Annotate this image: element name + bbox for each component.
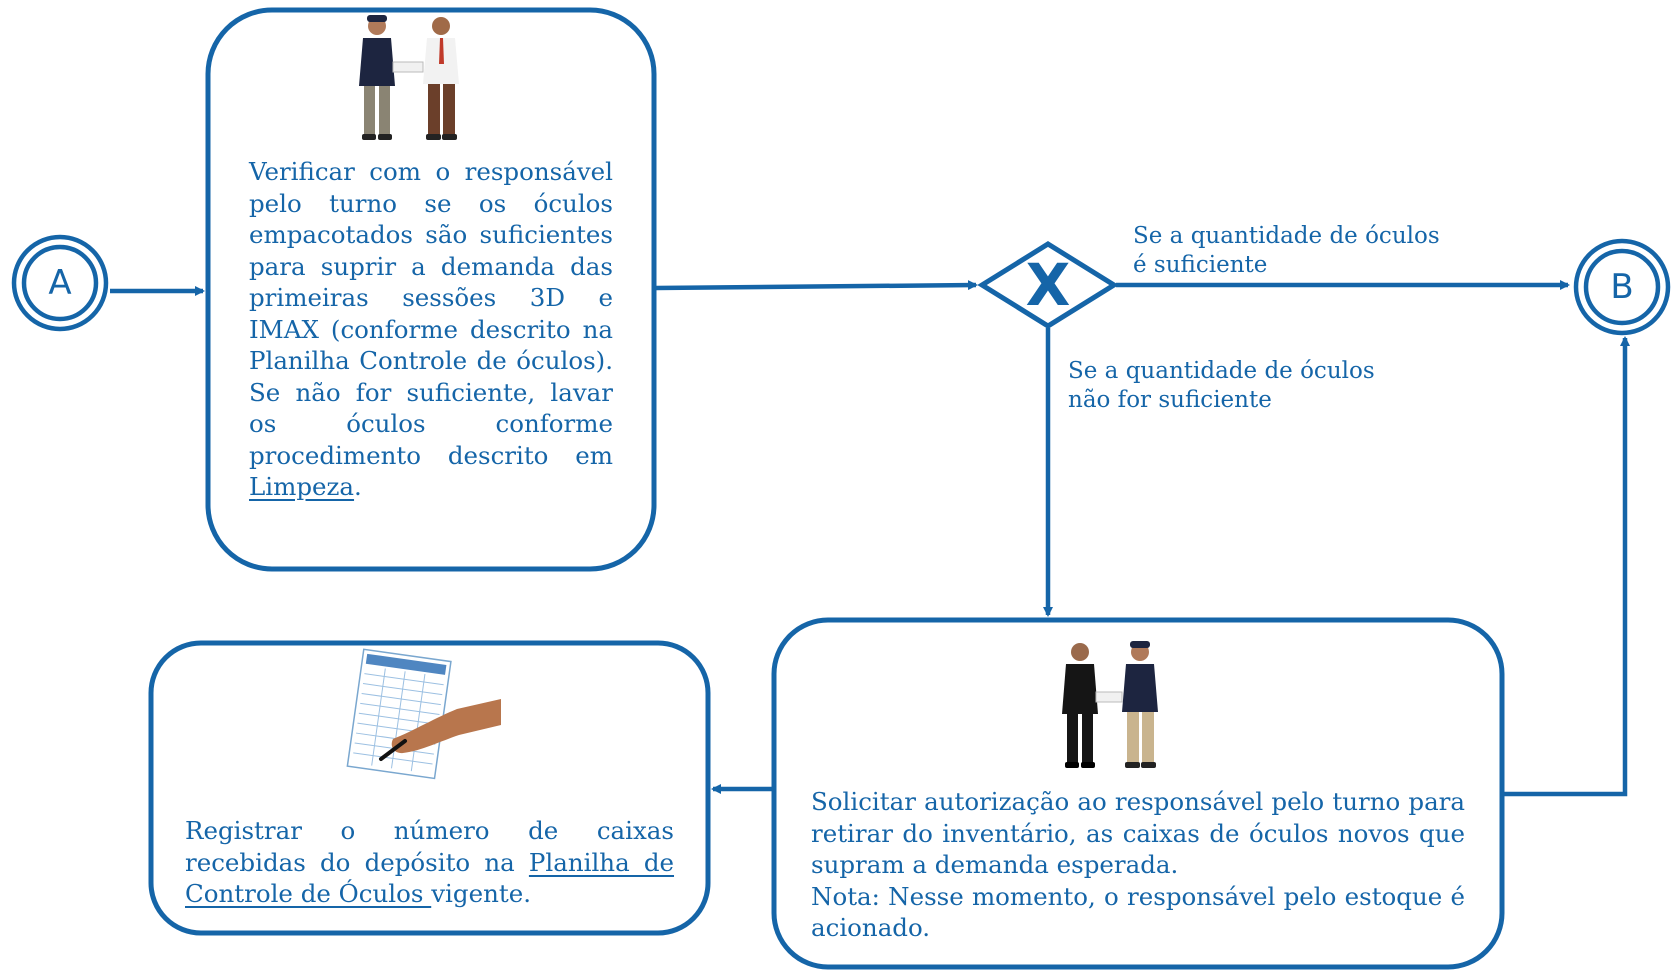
task-authorize-box[interactable] (771, 617, 1505, 970)
task-register-text: Registrar o número de caixas recebidas d… (185, 815, 674, 910)
end-event-label: B (1610, 267, 1634, 307)
end-event-b[interactable] (1573, 238, 1671, 336)
exclusive-gateway[interactable] (977, 241, 1119, 329)
task-register-box[interactable] (148, 640, 711, 936)
edge-label-sufficient-line2: é suficiente (1133, 252, 1268, 278)
edge-label-sufficient-line1: Se a quantidade de óculos (1133, 223, 1440, 249)
task-verify-text-main: Verificar com o responsável pelo turno s… (249, 157, 613, 470)
edge-label-insufficient-line2: não for suficiente (1068, 387, 1272, 413)
planilha-controle-oculos-link[interactable]: Planilha de Controle de Óculos (185, 847, 675, 909)
task-register-text-end: vigente. (431, 879, 531, 908)
edge-label-sufficient: Se a quantidade de óculos é suficiente (1133, 222, 1440, 280)
people-exchange-icon (1062, 641, 1158, 768)
task-register-text-main: Registrar o número de caixas recebidas d… (185, 816, 674, 877)
task-verify-box[interactable] (205, 7, 657, 572)
start-event-a[interactable] (11, 234, 109, 332)
edge-label-insufficient-line1: Se a quantidade de óculos (1068, 358, 1375, 384)
hand-writing-spreadsheet-icon (346, 648, 501, 780)
edge-label-insufficient: Se a quantidade de óculos não for sufici… (1068, 357, 1375, 415)
task-verify-text-end: . (354, 472, 362, 501)
task-authorize-text: Solicitar autorização ao responsável pel… (811, 786, 1465, 944)
start-event-label: A (48, 263, 72, 303)
task-authorize-main: Solicitar autorização ao responsável pel… (811, 787, 1465, 879)
gateway-x-symbol: X (1025, 251, 1071, 319)
flow-authorize-to-end (1504, 336, 1630, 797)
task-verify-text: Verificar com o responsável pelo turno s… (249, 156, 613, 503)
limpeza-link[interactable]: Limpeza (249, 472, 355, 501)
flow-verify-to-gateway (655, 280, 978, 291)
task-authorize-note: Nota: Nesse momento, o responsável pelo … (811, 881, 1465, 943)
people-handshake-icon (359, 15, 459, 140)
